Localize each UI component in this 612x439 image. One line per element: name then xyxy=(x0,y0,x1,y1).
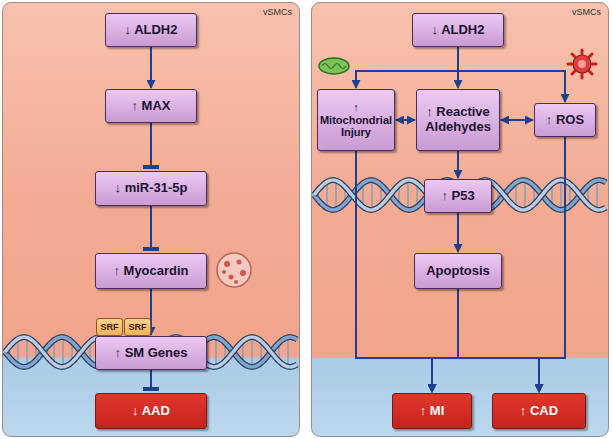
box-label: ↑ MI xyxy=(420,404,445,419)
arrow-connector xyxy=(501,119,533,121)
cell-type-label: vSMCs xyxy=(572,7,601,17)
process-box: Apoptosis xyxy=(414,253,502,289)
process-box: ↑ Reactive Aldehydes xyxy=(416,89,500,151)
process-box: ↓ ALDH2 xyxy=(105,13,197,47)
box-label: ↑ SM Genes xyxy=(115,346,188,361)
ros-icon xyxy=(568,50,596,78)
box-label: SRF xyxy=(129,322,147,332)
arrow-connector xyxy=(458,47,565,102)
outcome-box: ↑ CAD xyxy=(492,393,586,429)
box-label: ↑ Mitochondrial Injury xyxy=(320,101,392,139)
box-label: ↑ CAD xyxy=(520,404,558,419)
arrow-connector xyxy=(356,151,432,392)
arrow-connector xyxy=(539,137,565,392)
box-label: ↑ Reactive Aldehydes xyxy=(423,105,493,135)
process-box: ↓ miR-31-5p xyxy=(95,171,207,206)
box-label: ↑ MAX xyxy=(132,99,171,114)
box-label: ↓ AAD xyxy=(132,404,170,419)
factor-box: SRF xyxy=(124,318,151,336)
box-label: ↑ Myocardin xyxy=(113,264,188,279)
box-label: Apoptosis xyxy=(426,264,490,279)
inhibition-connector xyxy=(150,206,152,249)
process-box: ↑ Myocardin xyxy=(95,253,207,289)
inhibition-connector xyxy=(150,123,152,167)
box-label: SRF xyxy=(101,322,119,332)
cell-icon xyxy=(217,253,251,287)
box-label: ↓ ALDH2 xyxy=(432,23,485,38)
box-label: ↓ miR-31-5p xyxy=(115,181,188,196)
process-box: ↑ P53 xyxy=(424,179,492,213)
process-box: ↑ MAX xyxy=(105,89,197,123)
process-box: ↓ ALDH2 xyxy=(412,13,504,47)
arrow-connector xyxy=(458,289,539,392)
arrow-connector xyxy=(432,137,565,392)
dna-helix xyxy=(314,180,606,210)
arrow-connector xyxy=(396,119,415,121)
cell-type-label: vSMCs xyxy=(263,7,292,17)
box-label: ↑ P53 xyxy=(441,189,474,204)
process-box: ↑ Mitochondrial Injury xyxy=(317,89,395,151)
arrow-connector xyxy=(356,151,539,392)
arrow-connector xyxy=(432,289,458,392)
box-label: ↑ ROS xyxy=(546,113,584,128)
arrow-connector xyxy=(150,289,152,335)
cell-panel: vSMCs ↓ ALDH2 ↑ MAX ↓ miR-31-5p ↑ MyocardinS… xyxy=(2,2,300,437)
arrow-connector xyxy=(356,47,458,88)
mitochondrion-icon xyxy=(319,58,349,74)
outcome-box: ↑ MI xyxy=(392,393,472,429)
arrow-connector xyxy=(457,47,459,88)
cell-panel: vSMCs ↓ ALDH2 ↑ Mitochondrial Injury ↑ Reac… xyxy=(311,2,609,437)
box-label: ↓ ALDH2 xyxy=(125,23,178,38)
arrow-connector xyxy=(457,151,459,178)
factor-box: SRF xyxy=(96,318,123,336)
inhibition-connector xyxy=(150,370,152,389)
process-box: ↑ ROS xyxy=(534,103,596,137)
arrow-connector xyxy=(150,47,152,88)
outcome-box: ↓ AAD xyxy=(95,393,207,429)
dna-helix xyxy=(5,337,297,367)
arrow-connector xyxy=(457,213,459,252)
process-box: ↑ SM Genes xyxy=(95,336,207,370)
